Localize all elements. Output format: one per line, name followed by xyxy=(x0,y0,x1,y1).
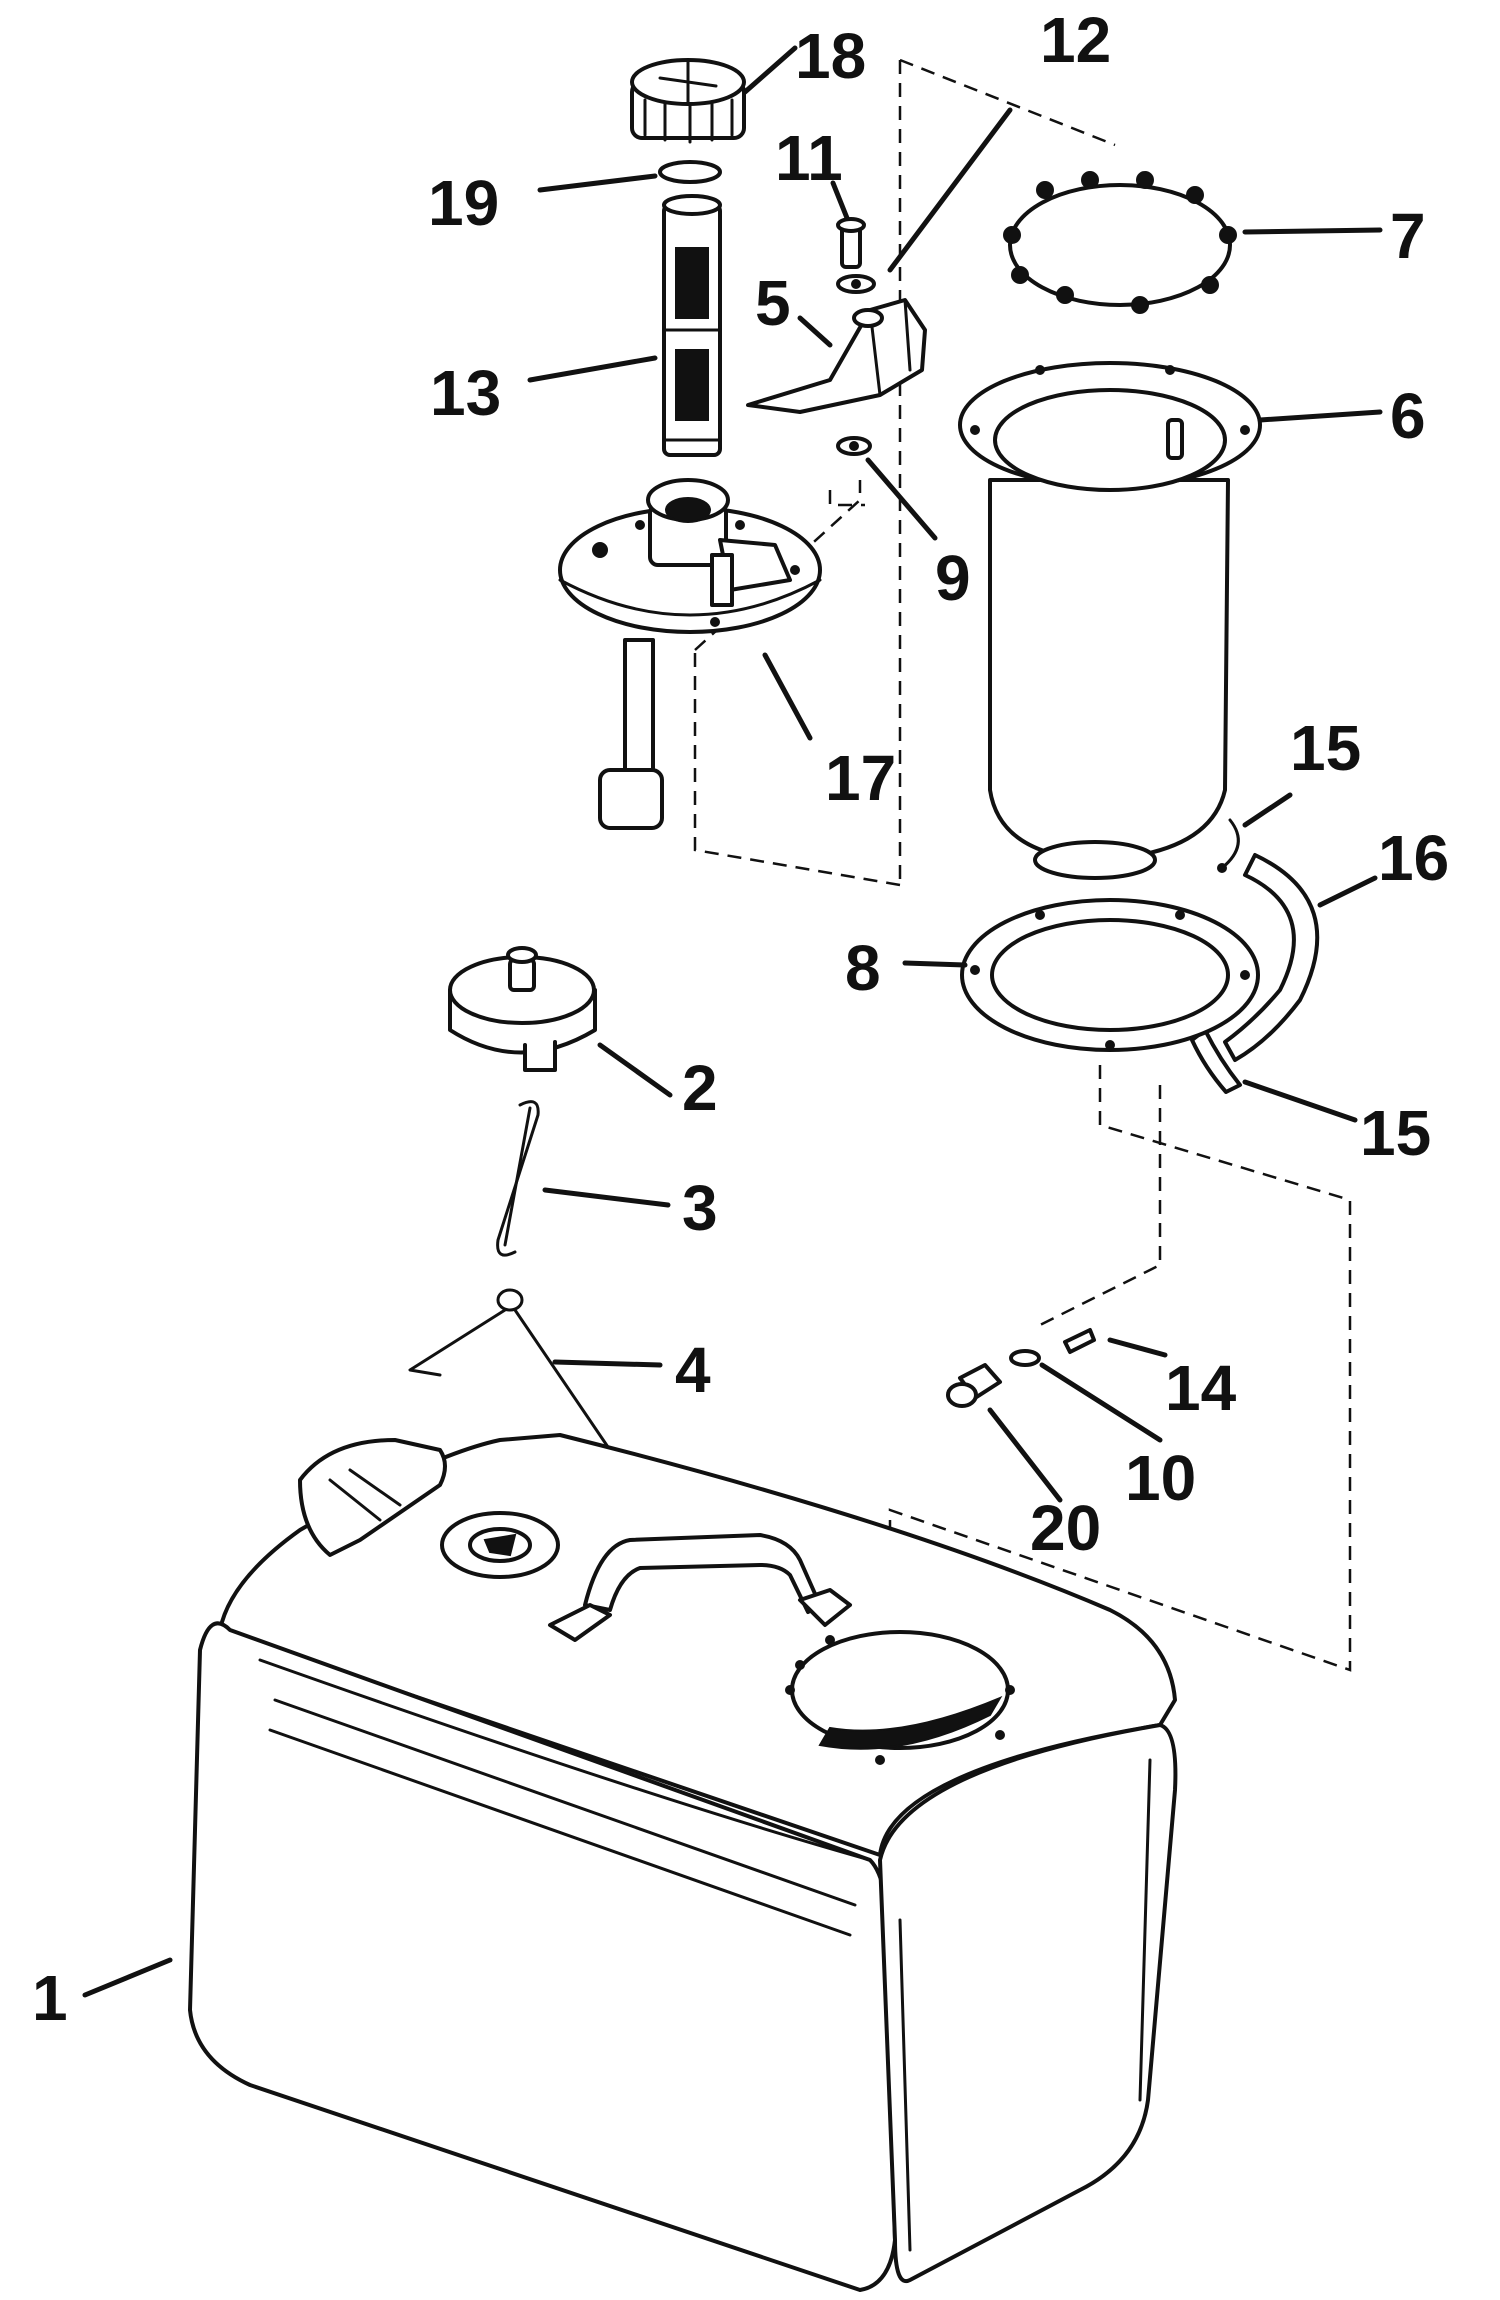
leader-18 xyxy=(742,45,798,95)
part-6-reservoir xyxy=(958,361,1262,880)
leader-1 xyxy=(82,1957,173,1998)
callout-4: 4 xyxy=(675,1334,711,1406)
callout-17: 17 xyxy=(825,742,896,814)
part-12-washer xyxy=(836,274,876,294)
callout-13: 13 xyxy=(430,357,501,429)
part-18-filler-cap xyxy=(630,58,746,144)
leader-8 xyxy=(902,960,968,968)
part-13-filter xyxy=(662,194,722,457)
callout-20: 20 xyxy=(1030,1492,1101,1564)
assembly-dashed-lines xyxy=(693,58,1352,1690)
callout-19: 19 xyxy=(428,167,499,239)
part-15-clamp-upper xyxy=(1217,818,1240,873)
callout-3: 3 xyxy=(682,1172,718,1244)
leader-4 xyxy=(552,1359,663,1368)
part-16-hose xyxy=(1223,853,1320,1062)
part-1-fuel-tank xyxy=(188,1433,1178,2292)
callout-12: 12 xyxy=(1040,4,1111,76)
callout-labels: 1 2 3 4 5 6 7 8 9 10 11 12 13 14 15 15 1… xyxy=(32,4,1449,2034)
callout-9: 9 xyxy=(935,542,971,614)
part-8-base-ring xyxy=(960,898,1260,1052)
callout-8: 8 xyxy=(845,932,881,1004)
leader-15a xyxy=(1242,792,1293,828)
part-3-spring-clip xyxy=(496,1100,540,1257)
callout-1: 1 xyxy=(32,1962,68,2034)
leader-19 xyxy=(537,173,658,193)
leader-11 xyxy=(830,180,850,221)
leader-17 xyxy=(762,652,813,741)
part-10-check-ball xyxy=(1009,1349,1041,1367)
callout-7: 7 xyxy=(1390,200,1426,272)
leader-6 xyxy=(1257,409,1383,423)
callout-14: 14 xyxy=(1165,1352,1237,1424)
part-9-washer xyxy=(836,436,872,456)
part-5-float-arm xyxy=(746,298,927,414)
leader-7 xyxy=(1242,227,1383,235)
callout-15b: 15 xyxy=(1360,1097,1431,1169)
callout-16: 16 xyxy=(1378,822,1449,894)
callout-15a: 15 xyxy=(1290,712,1361,784)
leader-16 xyxy=(1317,875,1378,908)
callout-18: 18 xyxy=(795,20,866,92)
part-11-screw xyxy=(836,217,866,269)
callout-10: 10 xyxy=(1125,1442,1196,1514)
leader-10 xyxy=(1039,1362,1163,1443)
leader-5 xyxy=(797,315,833,348)
leader-12 xyxy=(887,107,1013,273)
leader-20 xyxy=(987,1407,1063,1503)
leader-14 xyxy=(1107,1337,1168,1358)
leader-15b xyxy=(1242,1079,1358,1123)
callout-6: 6 xyxy=(1390,380,1426,452)
leader-lines xyxy=(82,45,1383,1998)
part-15-clamp-lower xyxy=(1190,1028,1242,1094)
leader-9 xyxy=(865,457,938,541)
part-19-o-ring xyxy=(658,160,722,184)
part-17-gauge-plate xyxy=(558,478,822,830)
part-4-wire-bail xyxy=(408,1288,627,1454)
part-20-fitting xyxy=(946,1363,1002,1408)
part-7-gasket xyxy=(1003,171,1237,314)
part-2-vent-cap xyxy=(448,946,597,1072)
callout-2: 2 xyxy=(682,1052,718,1124)
callout-5: 5 xyxy=(755,267,791,339)
leader-2 xyxy=(597,1042,673,1098)
leader-3 xyxy=(542,1187,671,1208)
leader-13 xyxy=(527,355,658,383)
part-14-spring xyxy=(1063,1328,1096,1354)
callout-11: 11 xyxy=(775,122,843,194)
